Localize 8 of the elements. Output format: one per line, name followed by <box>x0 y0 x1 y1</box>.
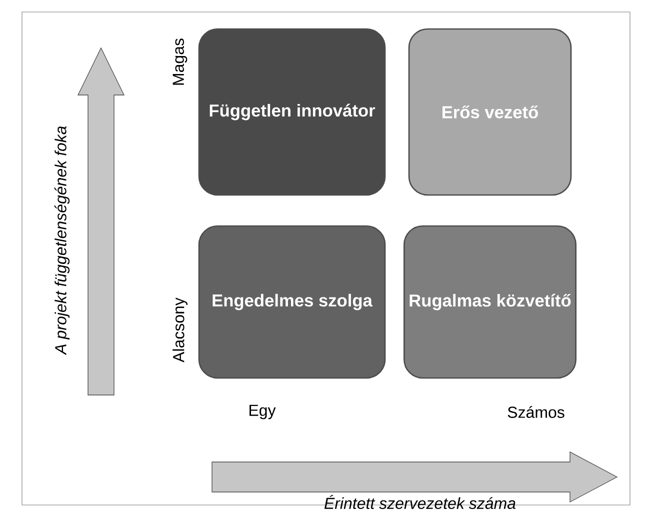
axis-label: Érintett szervezetek száma <box>324 494 516 509</box>
axis-label: Számos <box>508 406 564 418</box>
quadrant-box: Rugalmas közvetítő <box>404 225 576 379</box>
quadrant-box: Erős vezető <box>408 28 572 196</box>
axis-label: A projekt függetlenségének foka <box>54 126 70 356</box>
quadrant-box: Engedelmes szolga <box>198 225 386 379</box>
axis-label: Egy <box>250 404 276 420</box>
quadrant-box: Független innovátor <box>198 28 386 196</box>
